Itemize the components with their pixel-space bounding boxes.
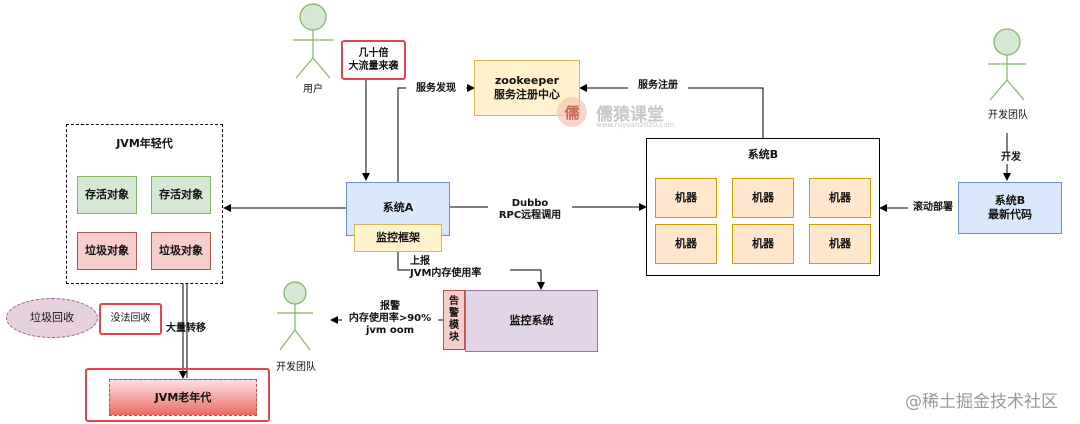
system-b-new-box: 系统B 最新代码 — [958, 182, 1062, 234]
zookeeper-box: zookeeper 服务注册中心 — [474, 60, 580, 116]
service-discovery-label: 服务发现 — [406, 83, 466, 95]
report-label: 上报 JVM内存使用率 — [410, 256, 510, 280]
watermark-center-url: www.ruyuan2020.com — [596, 121, 675, 129]
watermark-center-name: 儒猿课堂 — [596, 105, 664, 125]
alert-module-box: 告 警 模 块 — [443, 290, 465, 350]
gc-ellipse: 垃圾回收 — [6, 298, 98, 338]
machine-6: 机器 — [809, 224, 871, 264]
machine-5: 机器 — [732, 224, 794, 264]
old-gen-highlight — [85, 368, 270, 422]
not-collected-callout: 没法回收 — [99, 303, 162, 335]
alert-label: 报警 内存使用率>90% jvm oom — [342, 301, 438, 337]
ruyuan-logo-icon: 儒 — [557, 97, 587, 127]
bulk-transfer-label: 大量转移 — [166, 323, 206, 334]
alive-object-2: 存活对象 — [151, 176, 211, 214]
machine-1: 机器 — [655, 178, 717, 218]
monitor-frame-box: 监控框架 — [354, 224, 442, 252]
service-register-label: 服务注册 — [628, 80, 688, 92]
dev-team-right-label: 开发团队 — [988, 110, 1028, 121]
alive-object-1: 存活对象 — [77, 176, 137, 214]
traffic-callout: 几十倍 大流量来袭 — [341, 40, 406, 80]
monitor-system-box: 监控系统 — [465, 290, 598, 352]
old-gen-box: JVM老年代 — [109, 379, 257, 416]
dubbo-label: Dubbo RPC远程调用 — [488, 198, 572, 222]
dev-team-bottom-label: 开发团队 — [276, 362, 316, 373]
dev-team-right-actor-icon — [988, 28, 1026, 101]
user-actor-icon — [293, 3, 333, 79]
develop-label: 开发 — [996, 152, 1026, 164]
machine-4: 机器 — [655, 224, 717, 264]
garbage-object-2: 垃圾对象 — [151, 232, 211, 270]
arrow-discovery — [397, 84, 475, 182]
user-label: 用户 — [303, 84, 323, 95]
rolling-deploy-label: 滚动部署 — [908, 202, 958, 214]
machine-3: 机器 — [809, 178, 871, 218]
dev-team-bottom-actor-icon — [277, 281, 313, 351]
garbage-object-1: 垃圾对象 — [77, 232, 137, 270]
watermark-bottom-right: @稀土掘金技术社区 — [905, 392, 1058, 412]
machine-2: 机器 — [732, 178, 794, 218]
